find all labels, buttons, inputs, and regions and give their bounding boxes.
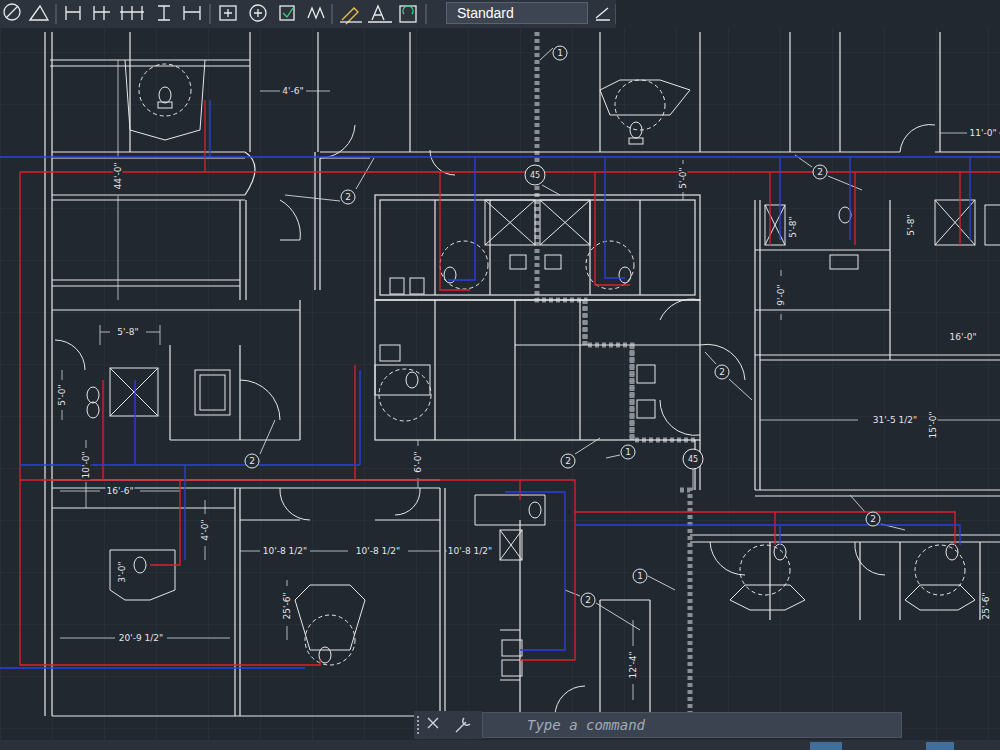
dimension-text: 3'-0"	[118, 560, 127, 583]
dimension-text: 25'-6"	[283, 591, 292, 620]
callout-number: 2	[245, 454, 260, 469]
command-handle	[414, 711, 482, 739]
dimension-text: 44'-0"	[114, 161, 123, 190]
dimension-text: 5'-0"	[679, 166, 688, 189]
dimension-text: 5'-0"	[58, 383, 67, 406]
dimension-text: 15'-0"	[929, 410, 938, 439]
callout-number: 2	[813, 165, 828, 180]
dimension-text: 4'-6"	[281, 87, 304, 96]
callout-number: 2	[866, 512, 881, 527]
dimension-text: 25'-6"	[982, 591, 991, 620]
callout-number: 2	[341, 190, 356, 205]
hot-water-lines	[20, 100, 1000, 665]
callout-number: 45	[525, 165, 546, 186]
callout-number: 1	[633, 569, 648, 584]
plumbing-fixtures	[87, 60, 1000, 676]
dimension-text: 5'-8"	[116, 328, 139, 337]
status-tab	[810, 742, 842, 750]
dimension-text: 4'-0"	[201, 518, 210, 541]
callout-number: 1	[621, 445, 636, 460]
dimension-text: 10'-8 1/2"	[355, 547, 401, 556]
grid	[0, 28, 1000, 740]
dimension-text: 10'-8 1/2"	[262, 547, 308, 556]
callout-number: 2	[581, 593, 596, 608]
dimension-text: 16'-6"	[105, 487, 134, 496]
callout-number: 1	[553, 46, 568, 61]
dimension-text: 16'-0"	[948, 333, 977, 342]
command-line: Type a command	[482, 712, 902, 738]
callout-number: 2	[561, 454, 576, 469]
command-placeholder: Type a command	[527, 717, 645, 733]
toolbar	[0, 0, 1000, 28]
dimension-text: 31'-5 1/2"	[872, 416, 918, 425]
dimension-text: 9'-0"	[777, 283, 786, 306]
leader-lines	[260, 48, 905, 630]
status-tab	[926, 742, 954, 750]
dropdown-value: Standard	[457, 5, 514, 21]
callout-number: 45	[683, 449, 704, 470]
dimension-text: 6'-0"	[414, 450, 423, 473]
callout-number: 2	[715, 365, 730, 380]
dimension-text: 12'-4"	[629, 650, 638, 679]
dimension-text: 5'-8"	[907, 213, 916, 236]
command-icons	[418, 716, 470, 734]
dashed-walls	[537, 32, 698, 716]
dimension-text: 5'-8"	[789, 215, 798, 238]
dimension-lines	[60, 60, 1000, 700]
style-dropdown: Standard	[446, 2, 588, 24]
dimension-text: 10'-8 1/2"	[447, 547, 493, 556]
dimension-text: 10'-0"	[82, 450, 91, 479]
cold-water-lines	[0, 100, 1000, 668]
toolbar-end	[616, 0, 1000, 28]
dimension-text: 20'-9 1/2"	[118, 634, 164, 643]
status-bar	[0, 740, 1000, 750]
walls	[45, 32, 1000, 716]
dimension-text: 11'-0"	[968, 129, 997, 138]
